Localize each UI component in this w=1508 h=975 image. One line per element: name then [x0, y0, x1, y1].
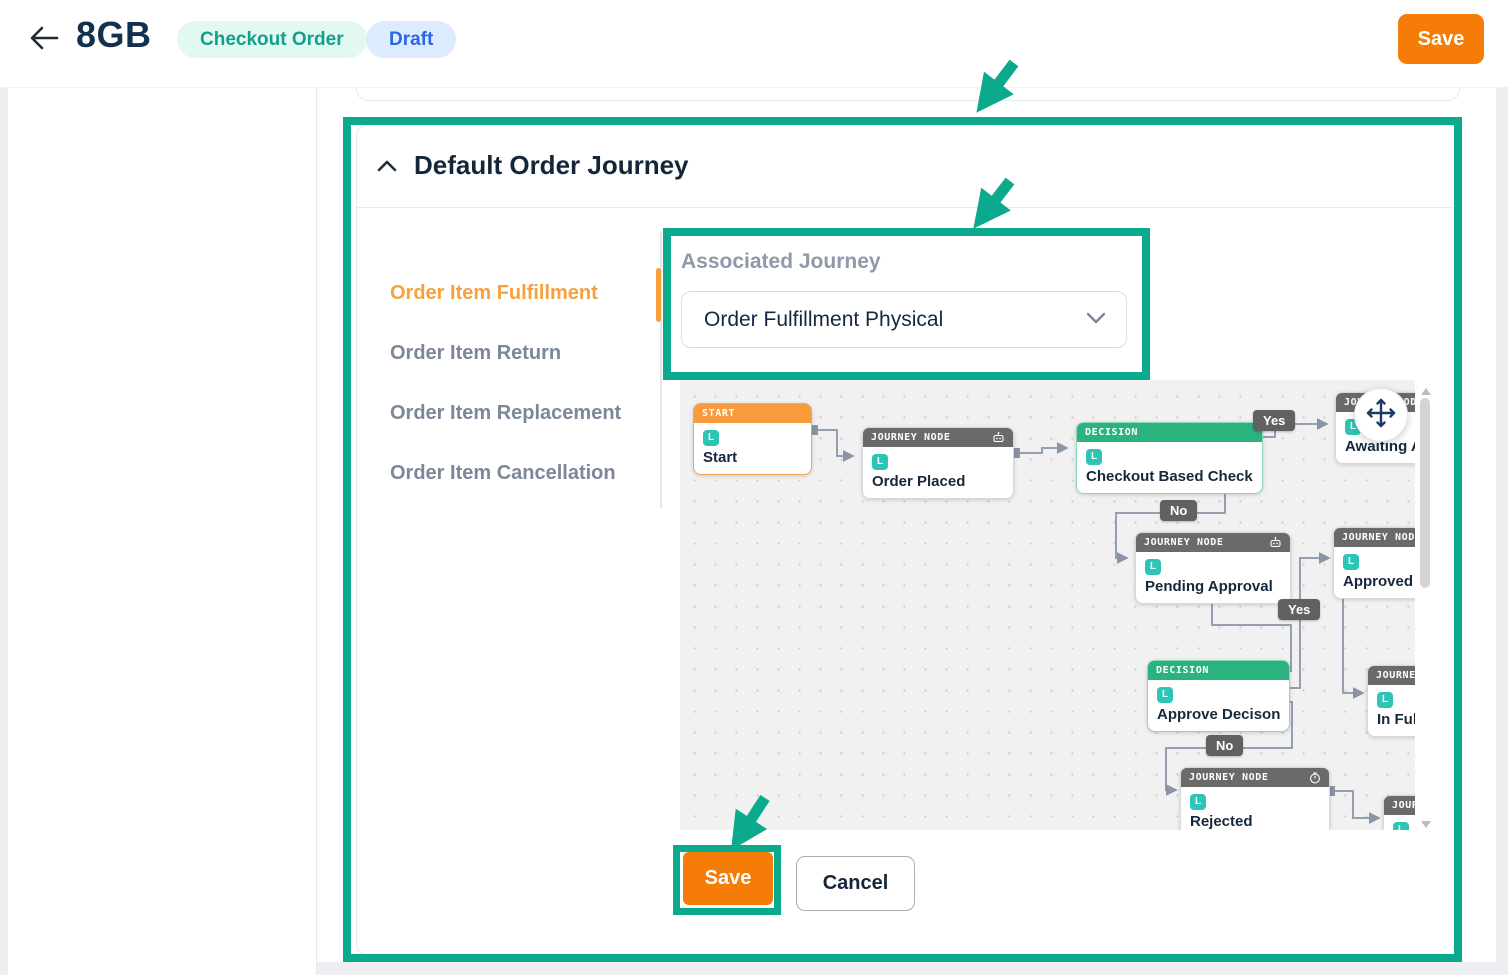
node-label: Checkout Based Check — [1086, 467, 1253, 485]
back-button[interactable] — [26, 22, 62, 58]
associated-journey-label: Associated Journey — [681, 250, 881, 273]
tab-order-item-fulfillment[interactable]: Order Item Fulfillment — [390, 282, 598, 304]
chevron-up-icon[interactable] — [376, 155, 398, 177]
node-body: L Pending Approval — [1136, 552, 1290, 603]
node-label: Rejected — [1190, 812, 1253, 830]
node-label: In Fulfilment — [1377, 710, 1415, 728]
node-type-header: DECISION — [1077, 423, 1262, 442]
l-badge: L — [1393, 821, 1409, 830]
l-badge: L — [1343, 553, 1359, 570]
robot-icon — [992, 431, 1005, 444]
l-badge: L — [1157, 686, 1173, 703]
flow-node-approve-decision[interactable]: DECISION L Approve Decison — [1147, 660, 1291, 732]
timer-icon — [1309, 771, 1321, 784]
flow-node-rejected[interactable]: JOURNEY NODE L Rejected — [1180, 767, 1330, 830]
sidebar-divider — [316, 88, 317, 975]
cancel-button[interactable]: Cancel — [796, 856, 915, 911]
node-body: L In Fulfilment — [1368, 685, 1415, 736]
left-sidebar — [8, 88, 316, 975]
tab-order-item-replacement[interactable]: Order Item Replacement — [390, 402, 622, 424]
page-title: 8GB — [76, 14, 152, 55]
canvas-scroll-down-arrow[interactable] — [1421, 821, 1431, 828]
node-body: L Start — [694, 423, 811, 474]
section-divider — [357, 207, 1459, 208]
tab-order-item-cancellation[interactable]: Order Item Cancellation — [390, 462, 616, 484]
flow-node-in-fulfilment[interactable]: JOURNEY NODE L In Fulfilment — [1367, 665, 1415, 737]
node-label: Approve Decison — [1157, 705, 1281, 723]
flow-node-approved[interactable]: JOURNEY NODE L Approved — [1333, 527, 1415, 599]
node-label: Order Placed — [872, 472, 966, 490]
save-button-top[interactable]: Save — [1398, 14, 1484, 64]
associated-journey-value: Order Fulfillment Physical — [704, 307, 944, 331]
arrow-left-icon — [29, 25, 59, 56]
canvas-scrollbar[interactable] — [1420, 398, 1430, 588]
move-arrows-icon — [1365, 397, 1397, 434]
flow-edge — [808, 425, 855, 462]
l-badge: L — [1190, 793, 1206, 810]
l-badge: L — [703, 429, 719, 446]
node-type-header: JOURNEY NODE — [1368, 666, 1415, 685]
flow-edge — [1010, 442, 1069, 458]
node-type-header: DECISION — [1148, 661, 1290, 680]
node-label: Start — [703, 448, 738, 466]
node-type-header: JOURNEY NODE — [1136, 533, 1290, 552]
draft-status-badge: Draft — [366, 21, 457, 58]
node-type-header: JOURNEY NODE — [863, 428, 1013, 447]
flow-node-pending-approval[interactable]: JOURNEY NODE L Pending Approval — [1135, 532, 1291, 604]
page-scrollbar-track[interactable] — [1496, 88, 1508, 975]
top-bar: 8GB Checkout Order Draft Save — [0, 0, 1508, 88]
flow-node-dispatched[interactable]: JOURNEY NODELDispatched — [1383, 795, 1415, 830]
canvas-scroll-up-arrow[interactable] — [1421, 388, 1431, 395]
checkout-order-badge: Checkout Order — [177, 21, 367, 58]
tab-order-item-return[interactable]: Order Item Return — [390, 342, 562, 364]
flow-node-order-placed[interactable]: JOURNEY NODE L Order Placed — [862, 427, 1014, 499]
node-type-header: JOURNEY NODE — [1334, 528, 1415, 547]
node-label: Approved — [1343, 572, 1414, 590]
edge-label-yes: Yes — [1278, 599, 1321, 620]
flow-node-checkout-based-check[interactable]: DECISION L Checkout Based Check — [1076, 422, 1263, 494]
edge-label-no: No — [1160, 500, 1198, 521]
section-title: Default Order Journey — [414, 150, 689, 180]
save-button-panel[interactable]: Save — [683, 852, 773, 905]
l-badge: L — [1086, 448, 1102, 465]
node-body: L Approve Decison — [1148, 680, 1289, 731]
page-left-gutter — [0, 88, 8, 975]
l-badge: L — [1145, 558, 1161, 575]
content-background — [317, 962, 1496, 975]
node-type-header: START — [694, 404, 811, 423]
flow-edge — [1338, 579, 1365, 699]
node-body: LDispatched — [1384, 815, 1415, 830]
node-body: L Approved — [1334, 547, 1415, 598]
l-badge: L — [1377, 691, 1393, 708]
flow-node-start[interactable]: START L Start — [693, 403, 812, 475]
node-type-header: JOURNEY NODE — [1181, 768, 1329, 787]
move-canvas-button[interactable] — [1354, 388, 1408, 442]
edge-label-yes: Yes — [1253, 410, 1296, 431]
node-type-header: JOURNEY NODE — [1384, 796, 1415, 815]
active-tab-indicator — [656, 268, 661, 322]
node-body: L Order Placed — [863, 447, 1013, 498]
chevron-down-icon — [1086, 311, 1106, 329]
node-body: L Rejected — [1181, 787, 1329, 830]
l-badge: L — [872, 453, 888, 470]
tab-list-divider — [660, 232, 662, 508]
flow-edge — [1325, 786, 1381, 824]
edge-label-no: No — [1206, 735, 1244, 756]
associated-journey-select[interactable]: Order Fulfillment Physical — [681, 291, 1127, 348]
robot-icon — [1269, 536, 1282, 549]
flow-edge — [1115, 463, 1230, 564]
node-label: Pending Approval — [1145, 577, 1273, 595]
node-body: L Checkout Based Check — [1077, 442, 1262, 493]
node-label: Awaiting Approval — [1345, 437, 1415, 455]
